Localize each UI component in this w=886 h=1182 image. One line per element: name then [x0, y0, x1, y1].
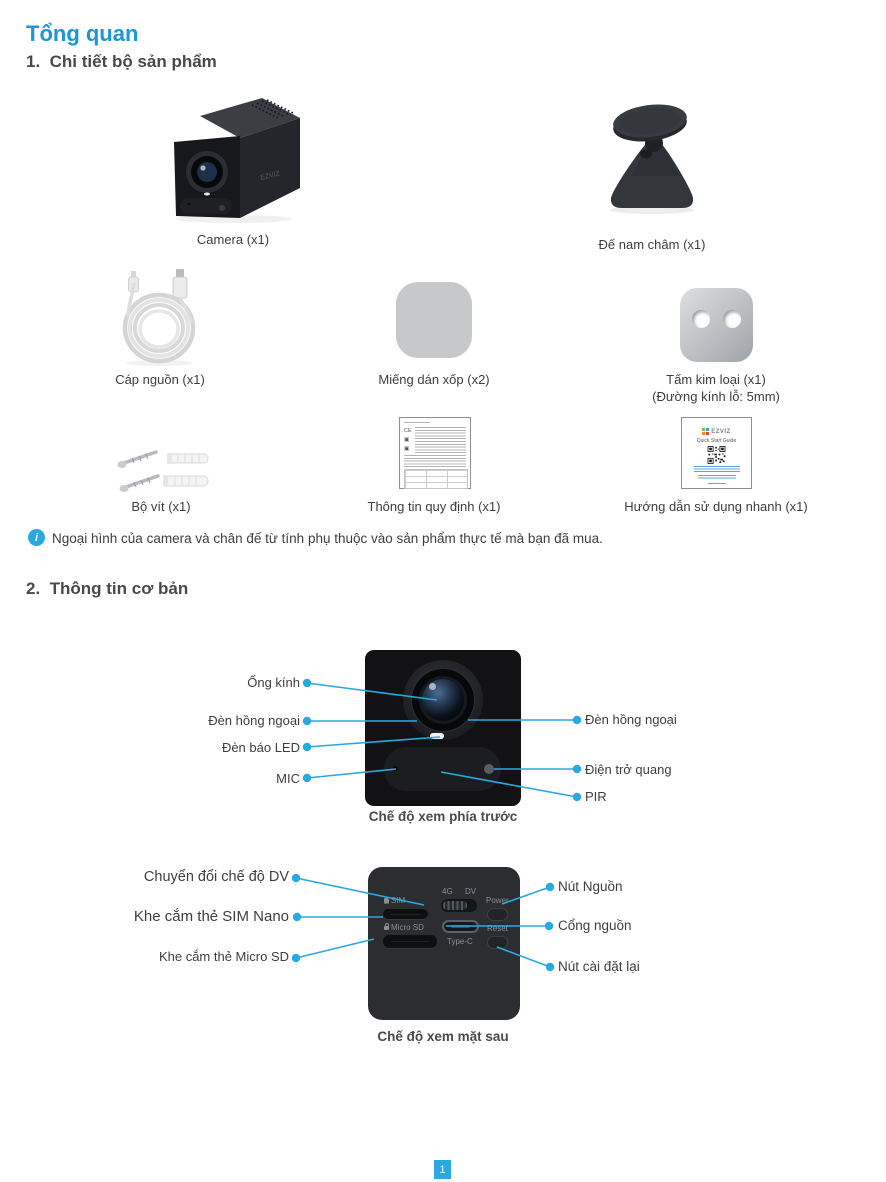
front-label-ir-light-right: Đèn hồng ngoại	[585, 712, 677, 727]
plate-hole-left	[692, 310, 710, 328]
dv-mode-switch-thumb	[443, 901, 467, 910]
guide-title: Quick Start Guide	[696, 438, 737, 444]
label-dv: DV	[465, 887, 477, 896]
front-view-caption: Chế độ xem phía trước	[368, 809, 518, 824]
lock-icon	[384, 922, 389, 930]
regdoc-heading-line	[404, 422, 430, 425]
camera-back-view-image: 4G DV SIM Micro SD Type-C Power Reset	[368, 867, 520, 1020]
lens-highlight	[429, 683, 436, 690]
info-icon: i	[28, 529, 45, 546]
micro-sd-label: Micro SD	[384, 922, 424, 932]
camera-cube-illustration: EZVIZ	[174, 98, 300, 223]
regulatory-info-product-image: CE▣▣	[399, 417, 471, 490]
reset-label: Reset	[487, 924, 508, 933]
product-label-quick-start-guide: Hướng dẫn sử dụng nhanh (x1)	[624, 499, 808, 514]
power-cable-illustration	[122, 269, 196, 366]
regdoc-body-lines	[404, 455, 466, 468]
sim-slot	[383, 909, 428, 919]
ezviz-logo: EZVIZ	[702, 428, 731, 435]
back-label-micro-sd-slot: Khe cắm thẻ Micro SD	[158, 949, 289, 964]
reset-button	[487, 936, 508, 949]
sim-card-icon	[384, 897, 389, 904]
power-button	[487, 908, 508, 921]
camera-product-image: EZVIZ	[164, 92, 304, 224]
label-4g: 4G	[442, 887, 453, 896]
section2-heading: 2. Thông tin cơ bản	[26, 579, 189, 598]
product-label-power-cable: Cáp nguồn (x1)	[115, 372, 205, 387]
front-label-pir: PIR	[585, 789, 607, 804]
note-text: Ngoại hình của camera và chân đế từ tính…	[52, 531, 603, 546]
back-label-power-button: Nút Nguồn	[558, 879, 623, 894]
regdoc-table	[404, 469, 468, 490]
product-label-metal-plate: Tấm kim loại (x1)	[666, 372, 766, 387]
front-label-ir-light-left: Đèn hồng ngoại	[208, 713, 300, 728]
product-label-foam-sticker: Miếng dán xốp (x2)	[378, 372, 490, 387]
product-label-regulatory-info: Thông tin quy định (x1)	[367, 499, 501, 514]
ce-mark: CE▣▣	[404, 428, 412, 452]
ezviz-side-logo: EZVIZ	[260, 170, 282, 182]
regdoc-paragraph-lines	[415, 427, 466, 453]
front-label-led: Đèn báo LED	[221, 740, 300, 755]
page-number: 1	[434, 1160, 451, 1179]
guide-blue-text-lines2	[697, 475, 736, 481]
quick-start-guide-product-image: EZVIZ Quick Start Guide	[681, 417, 752, 489]
back-label-reset-button: Nút cài đặt lại	[558, 959, 640, 974]
product-label-screw-kit: Bộ vít (x1)	[131, 499, 191, 514]
lens	[403, 660, 483, 740]
mic-hole	[393, 766, 398, 771]
screw-kit-illustration	[117, 450, 209, 492]
type-c-port	[442, 920, 479, 933]
qr-code	[707, 446, 726, 464]
light-sensor	[484, 764, 494, 774]
ezviz-logo-icon	[702, 428, 710, 435]
camera-front-view-image	[365, 650, 521, 806]
front-label-lens: Ống kính	[247, 675, 300, 690]
product-label-magnetic-base: Đế nam châm (x1)	[598, 237, 706, 252]
sim-label-text: SIM	[391, 896, 406, 905]
metal-plate-product-image	[680, 288, 753, 362]
product-sublabel-metal-plate: (Đường kính lỗ: 5mm)	[652, 389, 780, 404]
power-label: Power	[486, 896, 509, 905]
magnetic-base-product-image	[602, 96, 702, 218]
lens-glass	[419, 676, 467, 724]
foam-sticker-product-image	[396, 282, 472, 358]
type-c-label: Type-C	[447, 937, 473, 946]
back-label-sim-slot: Khe cắm thẻ SIM Nano	[133, 908, 289, 925]
section1-heading: 1. Chi tiết bộ sản phẩm	[26, 52, 217, 71]
led-indicator	[430, 733, 444, 739]
back-label-dv-switch: Chuyển đổi chế độ DV	[143, 869, 289, 885]
front-label-photoresistor: Điện trở quang	[585, 762, 672, 777]
guide-blue-text-lines	[693, 465, 740, 474]
power-cable-product-image	[114, 268, 206, 368]
magnetic-base-illustration	[610, 104, 694, 214]
micro-sd-slot	[383, 935, 437, 948]
page-title: Tổng quan	[26, 21, 139, 46]
regdoc-top-block: CE▣▣	[404, 427, 466, 453]
back-view-caption: Chế độ xem mặt sau	[377, 1029, 509, 1044]
guide-footer-line	[707, 483, 726, 484]
product-label-camera: Camera (x1)	[196, 232, 270, 247]
plate-hole-right	[723, 310, 741, 328]
ezviz-logo-text: EZVIZ	[711, 428, 731, 435]
micro-sd-label-text: Micro SD	[391, 923, 424, 932]
front-label-mic: MIC	[276, 771, 300, 786]
sim-label: SIM	[384, 896, 405, 905]
back-label-power-port: Cổng nguồn	[558, 918, 632, 933]
screw-kit-product-image	[112, 446, 212, 496]
dv-mode-switch	[441, 899, 477, 912]
